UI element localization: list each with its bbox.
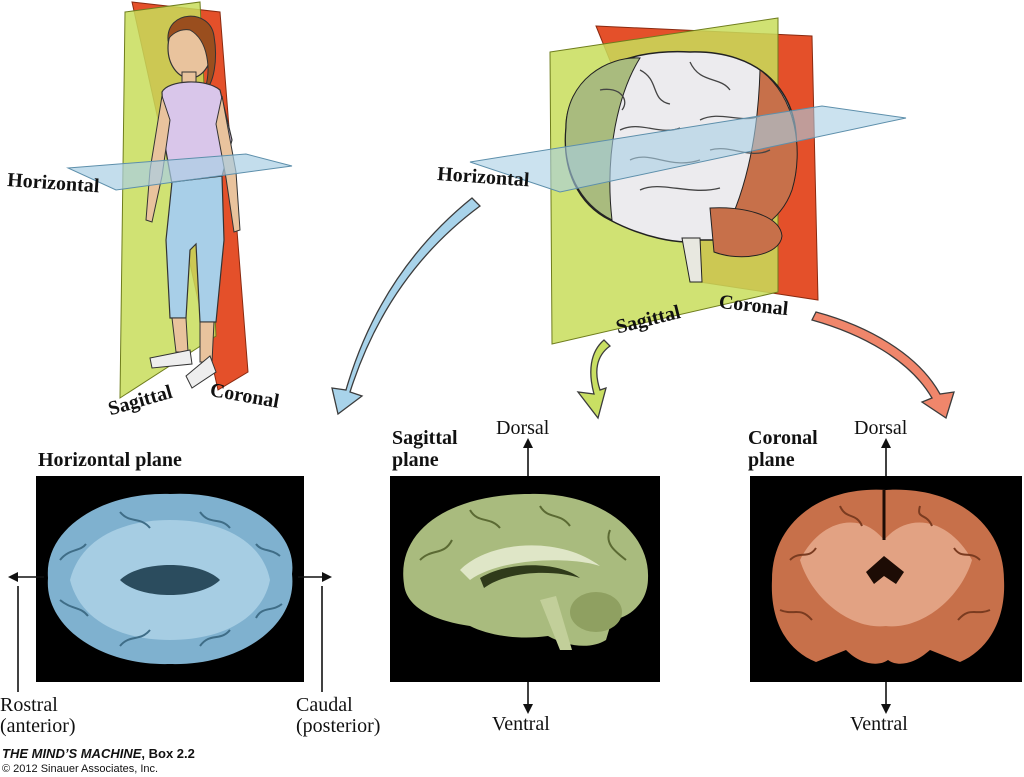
box-number: , Box 2.2 bbox=[141, 746, 195, 761]
copyright-notice: © 2012 Sinauer Associates, Inc. bbox=[2, 763, 159, 775]
horizontal-connector-arrow bbox=[331, 197, 481, 416]
person-planes-illustration bbox=[66, 1, 293, 399]
brain-planes-illustration bbox=[469, 17, 907, 345]
sagittal-connector-arrow bbox=[576, 339, 612, 420]
sagittal-plane-title-line1: Sagittal bbox=[392, 427, 458, 449]
coronal-slice-brain bbox=[771, 489, 1005, 664]
coronal-ventral-label: Ventral bbox=[850, 713, 908, 735]
rostral-anterior-label: Rostral (anterior) bbox=[0, 694, 76, 737]
coronal-plane-title-line2: plane bbox=[748, 449, 795, 471]
brain-horizontal-plane bbox=[469, 105, 907, 193]
person-horizontal-plane bbox=[66, 153, 293, 191]
coronal-plane-title-line1: Coronal bbox=[748, 427, 818, 449]
horizontal-plane-title: Horizontal plane bbox=[38, 449, 182, 471]
coronal-connector-arrow bbox=[811, 311, 955, 420]
book-credit: THE MIND’S MACHINE, Box 2.2 bbox=[2, 746, 195, 761]
coronal-dorsal-label: Dorsal bbox=[854, 417, 908, 439]
caudal-posterior-label: Caudal (posterior) bbox=[296, 694, 381, 737]
sagittal-plane-title-line2: plane bbox=[392, 449, 439, 471]
sagittal-slice-brain bbox=[403, 493, 649, 650]
sagittal-ventral-label: Ventral bbox=[492, 713, 550, 735]
book-title: THE MIND’S MACHINE bbox=[2, 746, 142, 761]
sagittal-dorsal-label: Dorsal bbox=[496, 417, 550, 439]
horizontal-slice-brain bbox=[47, 493, 293, 665]
